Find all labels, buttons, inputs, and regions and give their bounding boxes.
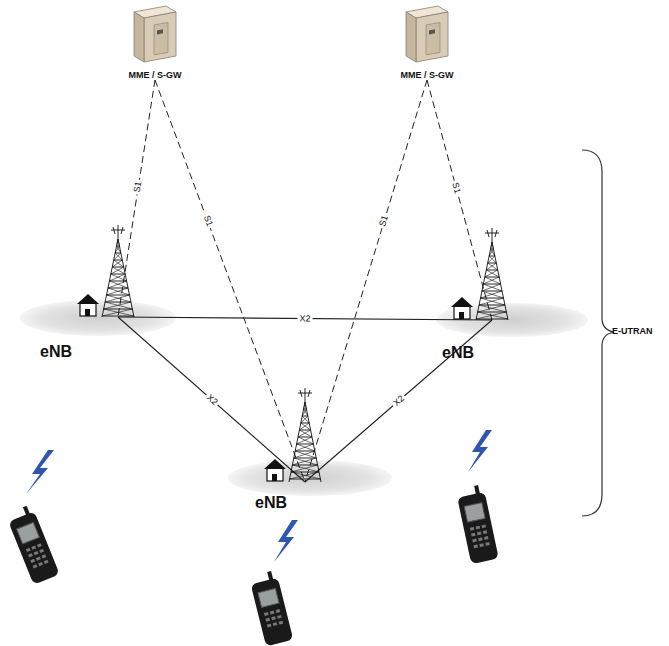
server-node: MME / S-GW [105, 4, 205, 80]
s1-interface-line [155, 80, 305, 482]
interface-label: S1 [132, 178, 145, 195]
server-icon [406, 6, 448, 62]
s1-interface-line [118, 80, 155, 317]
region-label: E-UTRAN [612, 326, 653, 336]
interface-label: X2 [389, 392, 408, 410]
mobile-phone [456, 484, 499, 564]
server-svg [105, 4, 205, 64]
tower-svg [472, 228, 512, 320]
cell-area [20, 300, 176, 336]
tower-icon [102, 225, 134, 317]
mobile-phone [249, 570, 294, 646]
tower-svg [98, 225, 138, 317]
s1-interface-line [427, 80, 492, 320]
radio-link [26, 450, 54, 494]
x2-interface-line [118, 317, 305, 482]
node-label: MME / S-GW [105, 70, 205, 80]
tower-icon [476, 228, 508, 320]
server-svg [377, 4, 477, 64]
base-station-node: eNB [285, 388, 325, 482]
house-icon [451, 297, 473, 319]
node-label: eNB [40, 343, 72, 361]
bracket [582, 150, 614, 516]
interface-label: S1 [449, 179, 464, 196]
interface-label: X2 [202, 390, 221, 408]
server-icon [134, 6, 176, 62]
base-station-node: eNB [472, 228, 512, 320]
radio-link [468, 430, 492, 472]
server-node: MME / S-GW [377, 4, 477, 80]
tower-svg [285, 388, 325, 482]
base-station-node: eNB [98, 225, 138, 317]
house-icon [264, 459, 286, 481]
interface-label: S1 [377, 212, 392, 230]
house-icon [77, 294, 99, 316]
tower-icon [289, 388, 321, 482]
s1-interface-line [305, 80, 427, 482]
radio-link [274, 520, 298, 562]
node-label: eNB [255, 494, 287, 512]
interface-label: X2 [297, 313, 312, 324]
node-label: eNB [442, 344, 474, 362]
node-label: MME / S-GW [377, 70, 477, 80]
interface-label: S1 [200, 212, 216, 230]
x2-interface-line [305, 320, 492, 482]
mobile-phone [5, 504, 59, 585]
